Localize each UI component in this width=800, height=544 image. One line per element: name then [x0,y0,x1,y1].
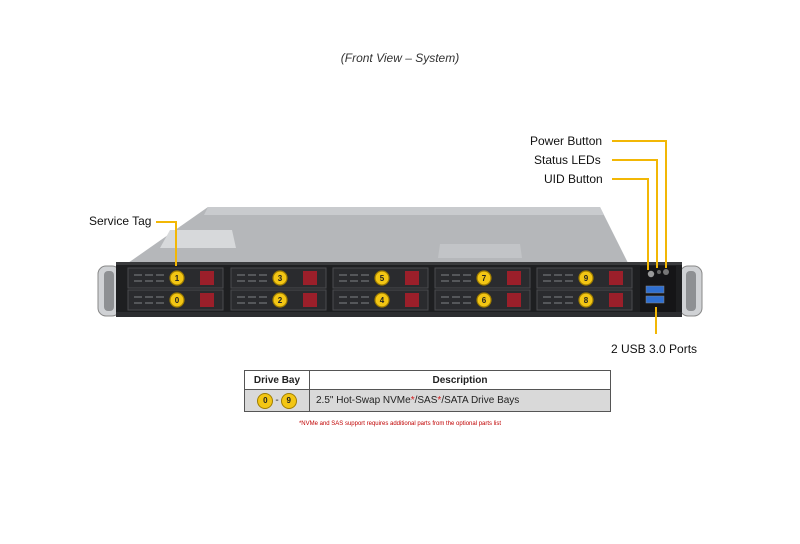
drive-bay: 9 [536,267,633,289]
bay-badge-end: 9 [280,392,297,409]
bay-number-badge [476,292,492,308]
drive-latch-icon[interactable] [200,293,214,307]
table-row: 0-9 2.5" Hot-Swap NVMe*/SAS*/SATA Drive … [244,389,611,412]
status-led-icon [657,270,661,274]
bay-number-label: 0 [175,296,180,305]
bay-number-badge [374,270,390,286]
footnote: *NVMe and SAS support requires additiona… [298,421,502,427]
drive-bay: 2 [230,289,327,311]
drive-bay-range-cell: 0-9 [244,389,310,412]
bay-number-badge [272,270,288,286]
drive-bay: 4 [332,289,429,311]
drive-latch-icon[interactable] [200,271,214,285]
bay-number-label: 9 [584,274,589,283]
desc-footnote-mark: * [410,395,415,406]
desc-text-nvme: 2.5" Hot-Swap NVMe [316,395,411,406]
drive-latch-icon[interactable] [609,271,623,285]
bay-number-badge [272,292,288,308]
bay-number-label: 3 [278,274,283,283]
drive-bay: 5 [332,267,429,289]
bay-number-badge [169,270,185,286]
bay-number-badge [578,270,594,286]
bay-number-badge [374,292,390,308]
usb-port-icon [645,285,665,294]
drive-bay: 6 [434,289,531,311]
drive-latch-icon[interactable] [405,293,419,307]
bay-number-label: 1 [175,274,180,283]
service-tag-label: Service Tag [89,214,152,228]
status-leds-label: Status LEDs [534,153,601,167]
desc-text-sas: /SAS [414,395,438,406]
drive-bay-table: Drive Bay Description 0-9 2.5" Hot-Swap … [244,370,611,412]
drive-bay: 1 [127,267,224,289]
callout-lines [156,140,667,334]
usb-port-icon [645,295,665,304]
desc-footnote-mark: * [437,395,442,406]
bay-number-badge [578,292,594,308]
bay-number-label: 8 [584,296,589,305]
diagram-caption: (Front View – System) [340,51,460,65]
uid-button-label: UID Button [544,172,603,186]
drive-bay: 7 [434,267,531,289]
drive-latch-icon[interactable] [303,293,317,307]
bay-number-label: 4 [380,296,385,305]
bay-number-badge [169,292,185,308]
drive-bay: 8 [536,289,633,311]
bay-number-label: 7 [482,274,487,283]
bay-badge-start: 0 [257,392,274,409]
bay-number-label: 5 [380,274,385,283]
drive-bay: 0 [127,289,224,311]
power-button-callout [612,140,667,268]
drive-latch-icon[interactable] [405,271,419,285]
usb-ports-label: 2 USB 3.0 Ports [611,342,698,356]
drive-latch-icon[interactable] [609,293,623,307]
bay-number-label: 2 [278,296,283,305]
bay-number-label: 6 [482,296,487,305]
description-cell: 2.5" Hot-Swap NVMe*/SAS*/SATA Drive Bays [309,389,611,412]
range-separator: - [275,395,279,406]
bay-number-badge [476,270,492,286]
power-button-label: Power Button [530,134,603,148]
uid-button-icon [647,270,655,278]
drive-latch-icon[interactable] [507,271,521,285]
drive-latch-icon[interactable] [507,293,521,307]
drive-bay: 3 [230,267,327,289]
drive-latch-icon[interactable] [303,271,317,285]
description-header: Description [309,370,611,390]
power-button-icon [663,269,669,275]
drive-bay-header: Drive Bay [244,370,310,390]
service-tag-callout [156,221,177,266]
status-leds-callout [612,159,658,268]
right-rack-ear [679,265,703,317]
desc-text-sata: /SATA Drive Bays [441,395,520,406]
uid-button-callout [612,178,649,270]
